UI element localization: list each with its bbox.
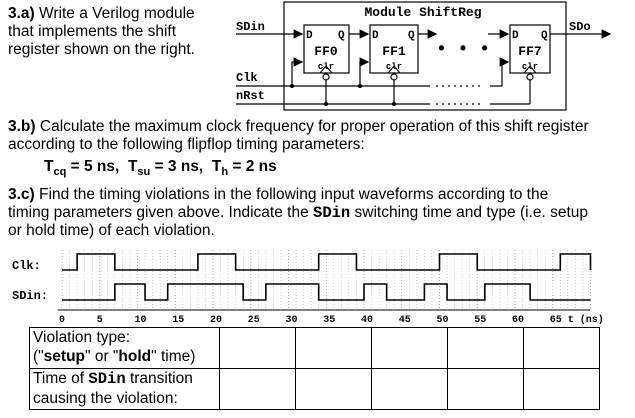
ff0-clr: clr: [318, 62, 334, 72]
tsu-value: = 3 ns,: [154, 158, 204, 175]
time-tick-label: 0: [59, 315, 65, 326]
ff0-box: [303, 24, 350, 74]
tcq-value: = 5 ns,: [70, 158, 120, 175]
transition-time-line2: causing the violation:: [33, 390, 178, 407]
ff7-label: FF7: [518, 44, 541, 59]
time-tick-label: 10: [135, 315, 147, 326]
time-tick-label: 25: [248, 315, 260, 326]
time-tick-label: 35: [323, 315, 335, 326]
answer-cell[interactable]: [447, 327, 524, 369]
vt-setup: setup: [43, 348, 86, 365]
time-tick-label: 30: [286, 315, 298, 326]
time-tick-label: 15: [172, 315, 184, 326]
question-3b-line1: 3.b) Calculate the maximum clock frequen…: [8, 118, 589, 136]
question-3a-text: Write a Verilog module: [39, 5, 195, 22]
question-3c-label: 3.c): [8, 186, 35, 203]
time-tick-label: 5: [97, 315, 103, 326]
tt-part2: transition: [125, 370, 193, 387]
question-3c-line2: timing parameters given above. Indicate …: [8, 204, 588, 222]
ellipsis-dots: • • •: [436, 40, 490, 60]
timing-parameters: Tcq = 5 ns, Tsu = 3 ns, Th = 2 ns: [44, 158, 277, 181]
sdin-wave-label: SDin:: [12, 289, 48, 303]
answer-cell[interactable]: [219, 368, 296, 410]
ff1-clr: clr: [386, 62, 402, 72]
time-tick-label: 65 t (ns): [550, 314, 604, 326]
transition-time-header: Time of SDin transition causing the viol…: [29, 368, 220, 410]
ff0-d: D: [306, 30, 313, 42]
vt-or: " or ": [85, 348, 119, 365]
violation-table: Violation type: ("setup" or "hold" time)…: [29, 327, 600, 410]
ff1-label: FF1: [382, 44, 406, 59]
timing-waveform: Clk: SDin: 0 5 10 15 20 25 30 35 40 45 50 55 60 65 t …: [12, 250, 604, 326]
vt-q1: (": [33, 348, 44, 365]
time-tick-label: 45: [399, 315, 411, 326]
q3c-line2-part1: timing parameters given above. Indicate …: [8, 204, 314, 221]
table-row-transition-time: Time of SDin transition causing the viol…: [29, 368, 600, 410]
ff7-q: Q: [541, 30, 548, 42]
nrst-label: nRst: [236, 89, 265, 103]
clk-wave-label: Clk:: [12, 259, 41, 273]
time-tick-label: 40: [361, 315, 373, 326]
q3c-sdin-code: SDin: [313, 204, 351, 222]
question-3a-line1: 3.a) Write a Verilog module: [8, 5, 195, 23]
ff7-box: [509, 24, 551, 74]
tcq-subscript: cq: [53, 166, 67, 179]
question-3a-label: 3.a): [8, 5, 35, 22]
violation-type-line1: Violation type:: [33, 329, 131, 346]
clk-waveform: [62, 253, 592, 271]
question-3b-text: Calculate the maximum clock frequency fo…: [39, 118, 589, 135]
time-tick-label: 50: [437, 315, 449, 326]
tsu-subscript: su: [137, 166, 151, 179]
module-box: [283, 1, 567, 111]
module-title: Module ShiftReg: [364, 5, 481, 20]
th-subscript: h: [221, 166, 229, 179]
ff1-box: [369, 24, 419, 74]
ff7-clr: clr: [522, 62, 538, 72]
answer-cell[interactable]: [219, 327, 296, 369]
tsu-symbol: T: [127, 158, 138, 175]
time-tick-label: 60: [512, 315, 524, 326]
answer-cell[interactable]: [447, 368, 524, 410]
vt-time: " time): [151, 348, 196, 365]
violation-type-line2: ("setup" or "hold" time): [33, 347, 216, 366]
tt-sdin-code: SDin: [88, 370, 126, 388]
violation-type-header: Violation type: ("setup" or "hold" time): [29, 327, 220, 369]
answer-cell[interactable]: [371, 327, 448, 369]
th-value: = 2 ns: [232, 158, 277, 175]
question-3c-text: Find the timing violations in the follow…: [39, 186, 549, 203]
question-3b-label: 3.b): [8, 118, 36, 135]
q3c-line2-part2: switching time and type (i.e. setup: [350, 204, 589, 221]
th-symbol: T: [211, 158, 222, 175]
ff1-q: Q: [408, 30, 415, 42]
tcq-symbol: T: [44, 158, 54, 175]
sdo-label: SDo: [569, 20, 591, 34]
time-tick-label: 20: [210, 315, 222, 326]
question-3c-line3: or hold time) of each violation.: [8, 222, 215, 239]
answer-cell[interactable]: [371, 368, 448, 410]
answer-cell[interactable]: [295, 327, 372, 369]
table-row-violation-type: Violation type: ("setup" or "hold" time): [29, 327, 600, 369]
question-3a-line3: register shown on the right.: [8, 41, 195, 58]
sdin-label: SDin: [236, 20, 265, 34]
ff0-q: Q: [338, 30, 345, 42]
question-3b-line2: according to the following flipflop timi…: [8, 136, 365, 153]
answer-cell[interactable]: [295, 368, 372, 410]
sdin-waveform: [62, 283, 591, 301]
time-tick-label: 55: [474, 315, 486, 326]
question-3c-line1: 3.c) Find the timing violations in the f…: [8, 186, 548, 204]
shift-register-diagram: Module ShiftReg SDin D Q FF0 clr D Q FF1…: [236, 1, 612, 111]
ff1-d: D: [372, 30, 379, 42]
answer-cell[interactable]: [523, 327, 600, 369]
answer-cell[interactable]: [523, 368, 600, 410]
ff7-d: D: [512, 30, 519, 42]
ff0-label: FF0: [314, 44, 338, 59]
tt-part1: Time of: [33, 370, 89, 387]
question-3a-line2: that implements the shift: [8, 23, 176, 40]
vt-hold: hold: [118, 348, 152, 365]
clk-label: Clk: [236, 71, 258, 85]
transition-time-line1: Time of SDin transition: [33, 369, 216, 389]
